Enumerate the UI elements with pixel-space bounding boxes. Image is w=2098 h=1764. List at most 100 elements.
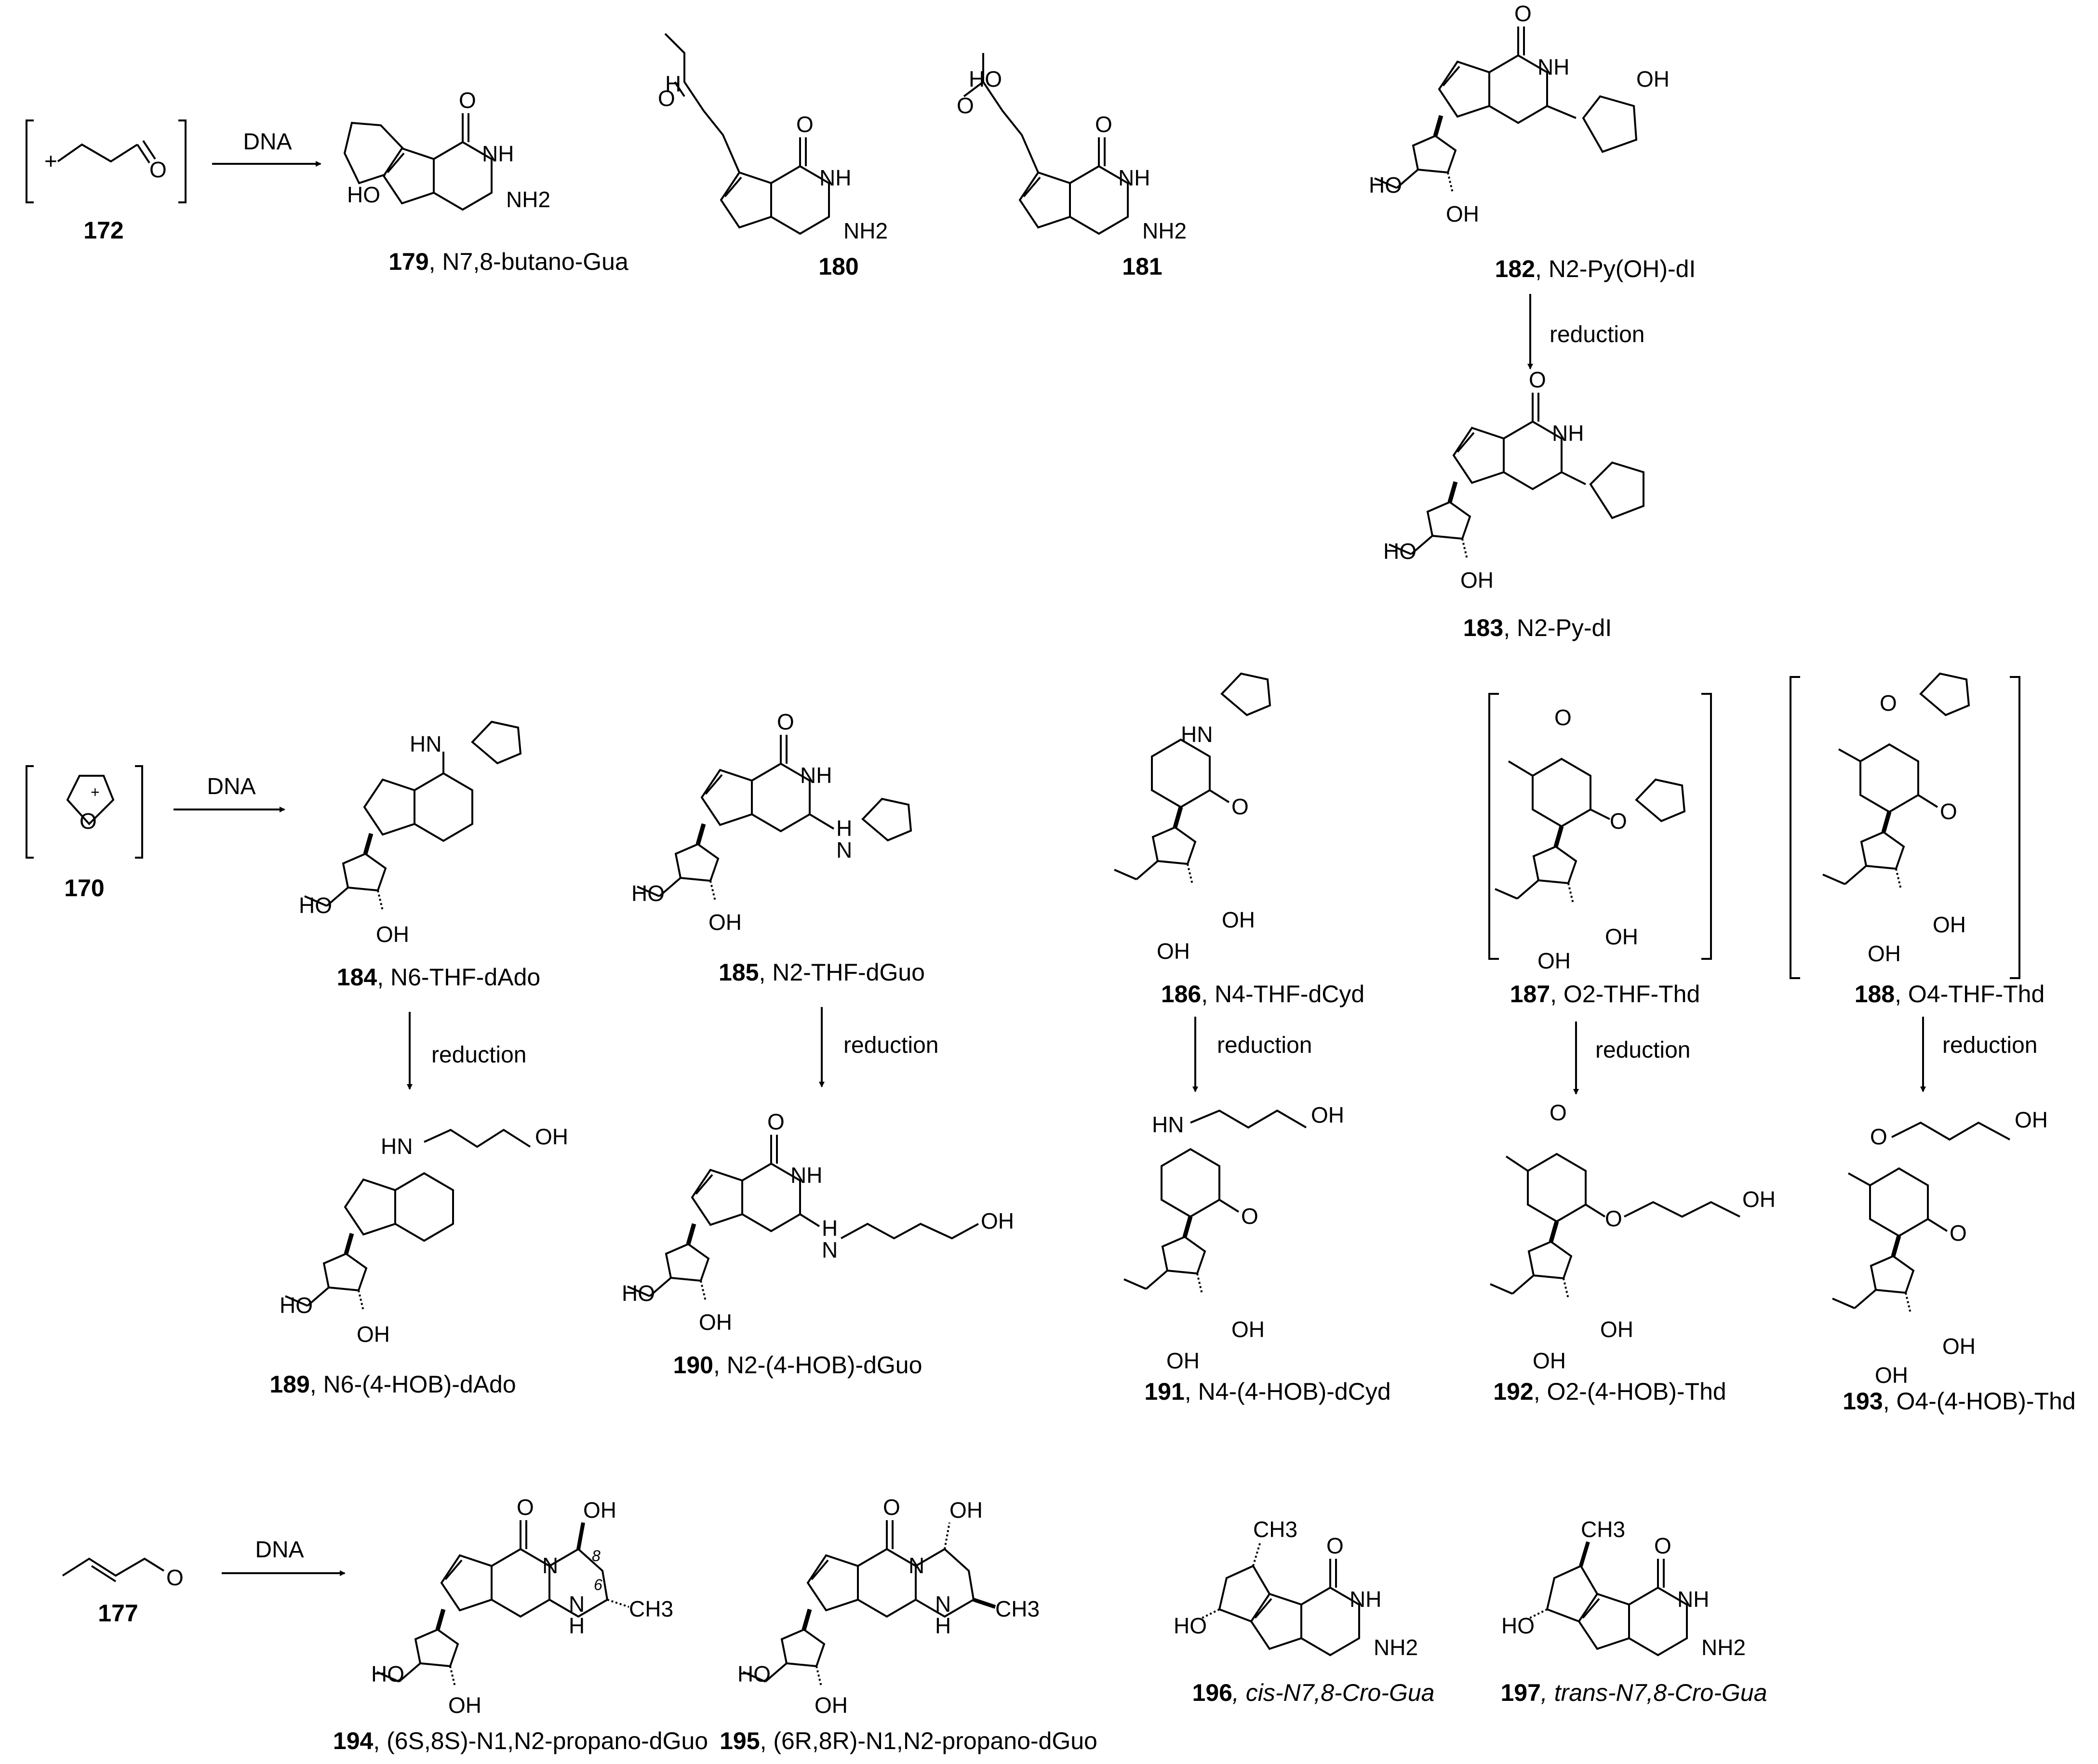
compound-label: 182, N2-Py(OH)-dI	[1495, 255, 1696, 282]
compound-196: O NH NH2 CH3 HO 196, cis-N7,8-Cro-Gua	[1174, 1517, 1434, 1706]
reagent-label: reduction	[1217, 1033, 1312, 1058]
reaction-arrow-dna-1: DNA	[212, 129, 321, 167]
atom-label: NH	[1350, 1587, 1381, 1612]
atom-label: NH	[482, 141, 514, 166]
atom-label: NH	[1552, 421, 1584, 446]
compound-180: O H NH NH2 O 180	[658, 33, 888, 280]
compound-number: 170	[64, 875, 104, 902]
atom-label: HO	[622, 1281, 655, 1306]
atom-label: OH	[1605, 924, 1638, 949]
reagent-label: DNA	[255, 1537, 304, 1563]
atom-label: OH	[1742, 1187, 1776, 1212]
plus-charge: +	[91, 783, 100, 801]
atom-label: H	[822, 1216, 838, 1241]
reaction-arrow-reduction-5: reduction	[1573, 1021, 1690, 1095]
atom-label: OH	[1311, 1102, 1344, 1127]
compound-label: 179, N7,8-butano-Gua	[388, 248, 628, 275]
reaction-arrow-reduction-1: reduction	[1527, 294, 1644, 370]
atom-label: HO	[371, 1661, 404, 1686]
atom-label: OH	[1933, 912, 1966, 937]
atom-label: NH	[819, 165, 851, 190]
atom-label: OH	[981, 1208, 1014, 1233]
reaction-arrow-dna-2: DNA	[174, 774, 285, 812]
atom-label: O	[1940, 799, 1957, 824]
atom-label: HO	[347, 182, 380, 207]
atom-label: HN	[1152, 1112, 1184, 1137]
atom-label: O	[459, 88, 476, 113]
reagent-label: reduction	[1942, 1033, 2037, 1058]
atom-label: OH	[708, 910, 742, 935]
atom-label: O	[1654, 1533, 1671, 1558]
atom-label: OH	[1460, 568, 1494, 593]
atom-label: O	[1095, 112, 1112, 137]
atom-label: O	[767, 1109, 785, 1134]
compound-label: 184, N6-THF-dAdo	[337, 964, 540, 991]
compound-195: O N OH CH3 N H HO OH 195, (6R,8R)-N1,N2-…	[720, 1495, 1097, 1754]
compound-number: 177	[98, 1600, 138, 1627]
atom-label: OH	[699, 1310, 732, 1335]
atom-label: O	[1605, 1206, 1622, 1231]
atom-label: O	[1610, 809, 1627, 834]
atom-label: O	[1950, 1220, 1967, 1246]
plus-charge: +	[44, 148, 57, 173]
reaction-arrow-reduction-4: reduction	[1192, 1017, 1312, 1092]
atom-label: H	[569, 1613, 585, 1638]
compound-177: O 177	[62, 1557, 184, 1627]
atom-label: O	[1550, 1100, 1567, 1125]
reagent-label: reduction	[1550, 322, 1644, 347]
atom-label: OH	[448, 1693, 481, 1718]
atom-label: HO	[299, 893, 332, 918]
compound-184: HN HO OH 184, N6-THF-dAdo	[299, 721, 540, 991]
reagent-label: reduction	[843, 1033, 938, 1058]
atom-label: OH	[1231, 1317, 1265, 1342]
atom-label: O	[1514, 1, 1532, 26]
reagent-label: reduction	[431, 1042, 526, 1068]
atom-label: O	[957, 93, 974, 118]
compound-193: O OH O OH OH 193, O4-(4-HOB)-Thd	[1832, 1107, 2076, 1415]
compound-label: 187, O2-THF-Thd	[1510, 981, 1700, 1008]
atom-label: O	[1554, 705, 1572, 730]
atom-label: NH2	[506, 187, 550, 212]
atom-label: NH	[1677, 1587, 1709, 1612]
compound-number: 172	[83, 217, 123, 244]
compound-188: O O OH OH 188, O4-THF-Thd	[1790, 673, 2045, 1008]
compound-185: NH O H N HO OH 185, N2-THF-dGuo	[631, 709, 925, 986]
atom-label: O	[80, 809, 97, 834]
atom-label: OH	[1600, 1317, 1633, 1342]
compound-192: O O OH OH OH 192, O2-(4-HOB)-Thd	[1490, 1100, 1776, 1405]
compound-label: 194, (6S,8S)-N1,N2-propano-dGuo	[333, 1727, 708, 1754]
atom-label: HO	[1501, 1613, 1535, 1638]
atom-label: N	[542, 1553, 558, 1578]
compound-label: 196, cis-N7,8-Cro-Gua	[1192, 1679, 1435, 1706]
atom-label: CH3	[629, 1596, 673, 1621]
atom-label: OH	[1868, 941, 1901, 966]
atom-label: OH	[815, 1693, 848, 1718]
compound-label: 185, N2-THF-dGuo	[719, 959, 925, 986]
atom-label: O	[149, 157, 167, 182]
compound-label: 195, (6R,8R)-N1,N2-propano-dGuo	[720, 1727, 1097, 1754]
atom-label: HN	[1181, 722, 1213, 747]
atom-label: NH	[1118, 165, 1150, 190]
compound-label: 183, N2-Py-dI	[1463, 614, 1612, 641]
atom-label: OH	[949, 1498, 983, 1523]
reaction-arrow-reduction-6: reduction	[1920, 1017, 2037, 1092]
atom-label: O	[796, 112, 814, 137]
reagent-label: DNA	[207, 774, 255, 799]
atom-label: H	[836, 816, 852, 841]
compound-187: O O OH OH 187, O2-THF-Thd	[1488, 693, 1712, 1008]
atom-label: OH	[376, 922, 409, 947]
atom-label: HO	[1383, 539, 1416, 564]
atom-label: HO	[1174, 1613, 1207, 1638]
atom-label: H	[935, 1613, 951, 1638]
atom-label: OH	[2015, 1107, 2048, 1132]
compound-197: O NH NH2 CH3 HO 197, trans-N7,8-Cro-Gua	[1500, 1517, 1767, 1706]
atom-label: OH	[1157, 939, 1190, 964]
atom-label: HN	[381, 1134, 413, 1159]
atom-label: O	[777, 709, 794, 734]
atom-label: CH3	[1253, 1517, 1297, 1542]
reagent-label: DNA	[243, 129, 292, 155]
atom-label: O	[1326, 1533, 1344, 1558]
compound-label: 191, N4-(4-HOB)-dCyd	[1144, 1378, 1390, 1405]
atom-label: OH	[583, 1498, 616, 1523]
